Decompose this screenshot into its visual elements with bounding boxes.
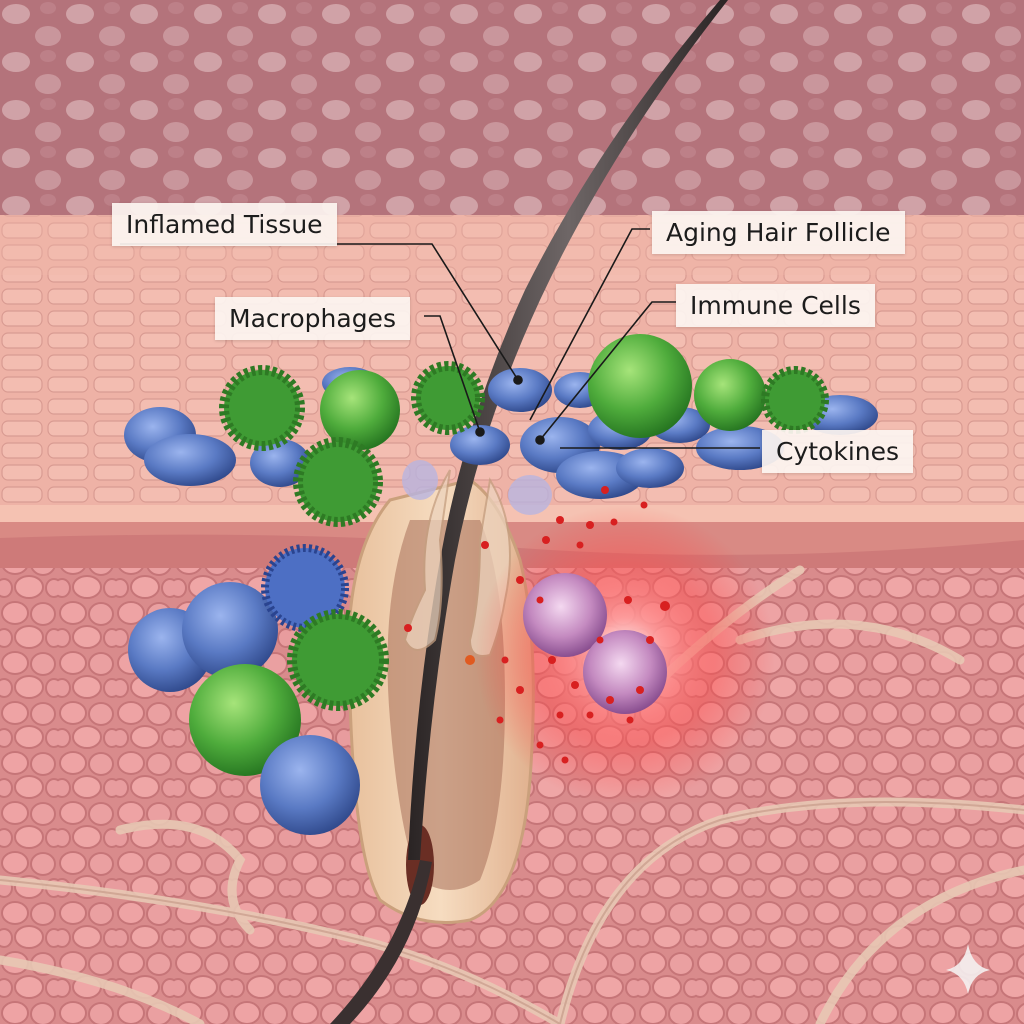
immune-cell [260, 735, 360, 835]
leader-aging-hair-follicle [529, 228, 650, 421]
leader-lines [120, 228, 760, 449]
macrophage-cell [761, 366, 829, 434]
cytokine-particles [404, 486, 670, 764]
macrophage-cell [219, 365, 305, 451]
macrophages-surface [219, 334, 829, 527]
leader-immune-cells [539, 301, 676, 441]
sparkle-icon [946, 944, 990, 994]
label-aging-hair-follicle: Aging Hair Follicle [652, 211, 905, 254]
immune-cells-cluster-left [128, 544, 389, 835]
macrophage-cell [411, 361, 485, 435]
immune-cell [182, 582, 278, 678]
macrophage-cell [694, 359, 766, 431]
macrophage-cell [320, 370, 400, 450]
label-cytokines: Cytokines [762, 430, 914, 473]
macrophage-cell [287, 609, 389, 711]
macrophage-cell [189, 664, 301, 776]
macrophage-cell [293, 437, 383, 527]
label-immune-cells: Immune Cells [676, 284, 875, 327]
inflamed-cell [523, 573, 607, 657]
surface-cell-bed [124, 367, 878, 515]
inflamed-cell [583, 630, 667, 714]
leader-macrophages [424, 315, 481, 433]
macrophage-cell [588, 334, 692, 438]
background-bokeh [0, 0, 1024, 240]
label-inflamed-tissue: Inflamed Tissue [112, 203, 337, 246]
label-macrophages: Macrophages [215, 297, 410, 340]
